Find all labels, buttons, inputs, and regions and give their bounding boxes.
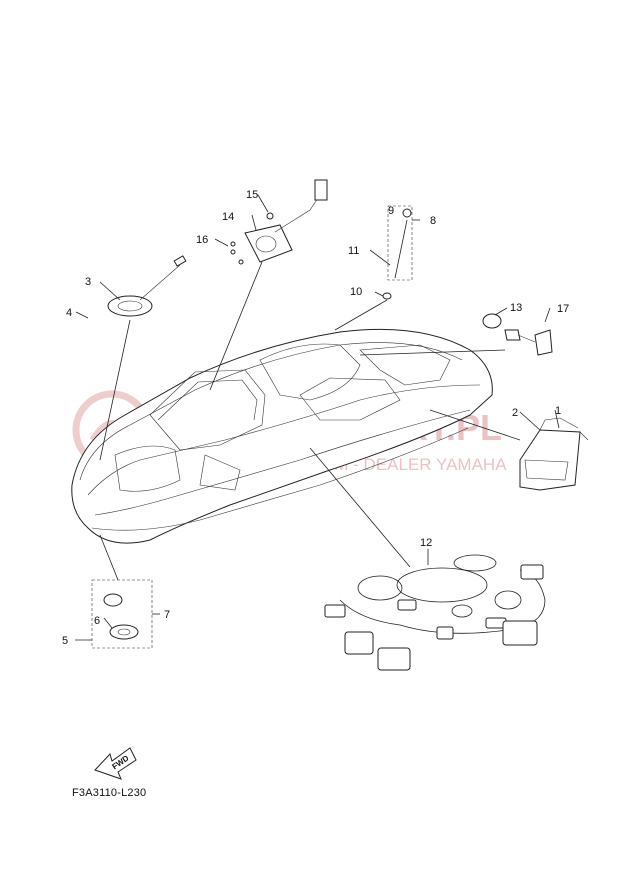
callout-12: 12	[420, 537, 432, 549]
part-14-cover	[230, 179, 328, 265]
part-12-harness	[324, 554, 546, 671]
boat-hull	[71, 328, 493, 544]
part-5-7-drain	[91, 579, 153, 649]
callout-4: 4	[66, 307, 72, 319]
callout-15: 15	[246, 189, 258, 201]
callout-16: 16	[196, 234, 208, 246]
callout-10: 10	[350, 286, 362, 298]
part-8-rod	[382, 205, 413, 300]
callout-13: 13	[510, 302, 522, 314]
callout-11: 11	[348, 245, 359, 257]
callout-1: 1	[555, 405, 561, 417]
leader-lines	[75, 194, 560, 641]
callout-17: 17	[557, 303, 569, 315]
callout-7: 7	[164, 609, 170, 621]
callout-5: 5	[62, 635, 68, 647]
part-3-cap	[107, 255, 187, 317]
diagram-code: F3A3110-L230	[72, 787, 147, 799]
part-1-2-bracket	[519, 417, 589, 491]
fwd-arrow-icon: FWD	[94, 747, 137, 780]
callout-3: 3	[85, 276, 91, 288]
callout-2: 2	[512, 407, 518, 419]
callout-9: 9	[388, 205, 394, 217]
callout-14: 14	[222, 211, 234, 223]
callout-6: 6	[94, 615, 100, 627]
callout-8: 8	[430, 215, 436, 227]
part-13-17-sensor	[482, 313, 553, 356]
callout-labels: 1 2 3 4 5 6 7 8 9 10 11 12 13 14 15 16 1…	[62, 189, 569, 647]
